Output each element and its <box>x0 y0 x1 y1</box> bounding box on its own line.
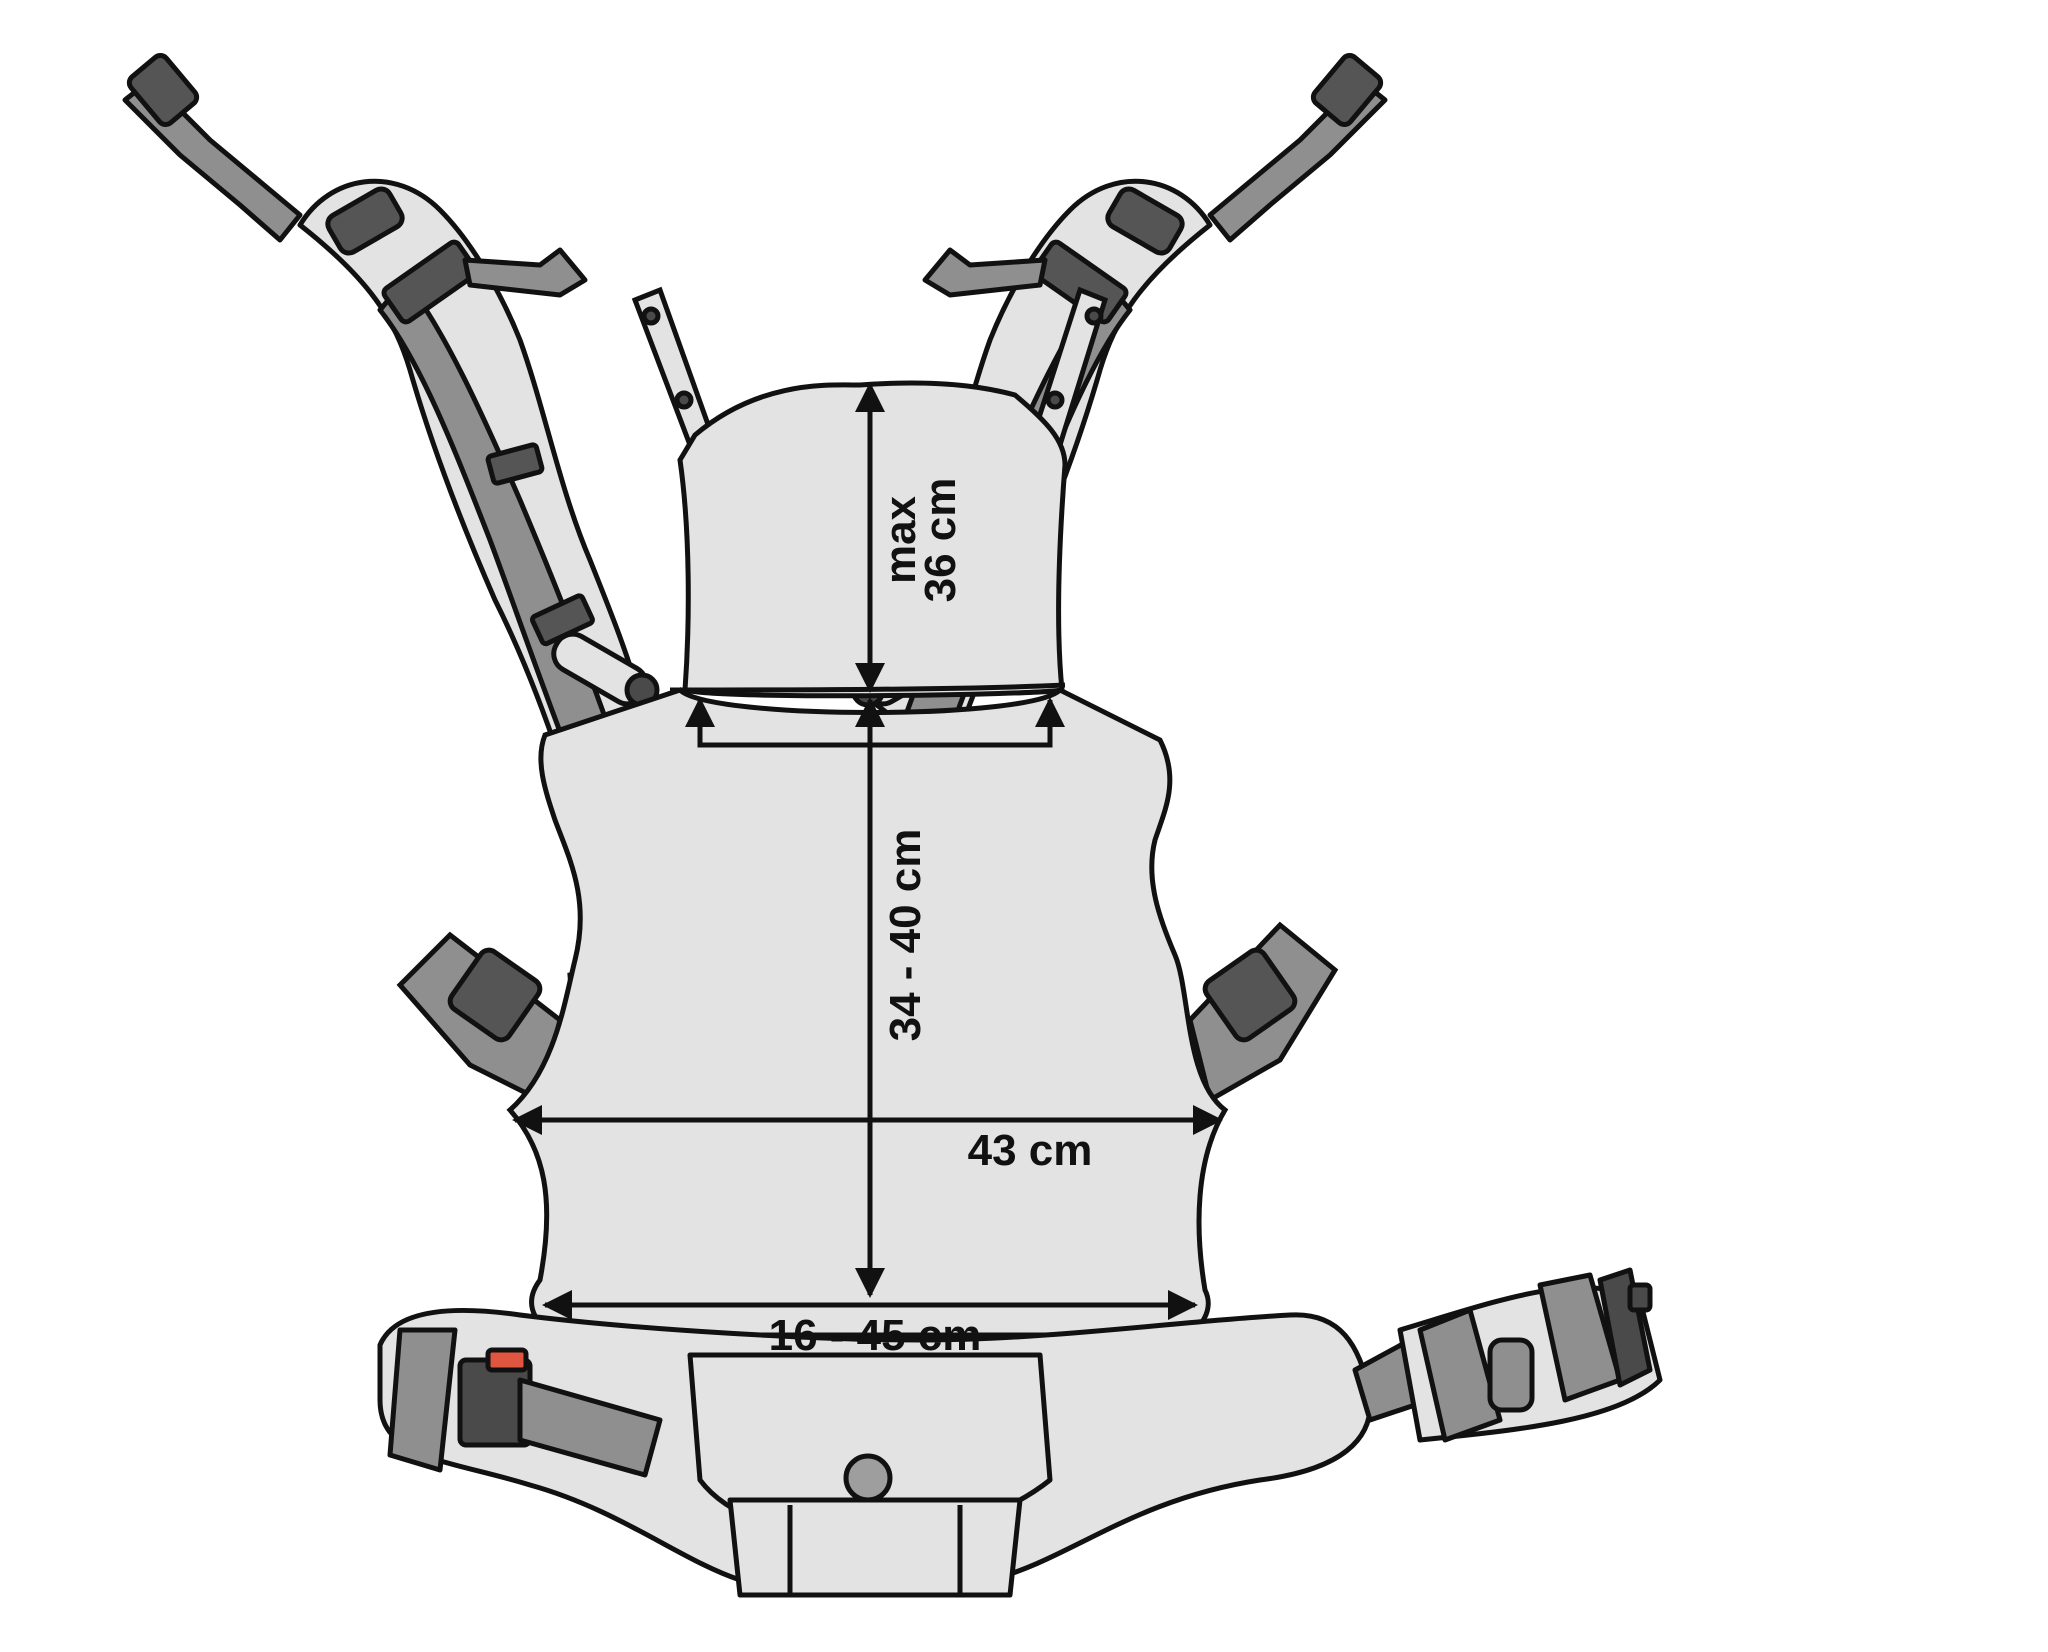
seat-width-label: 16 - 45 cm <box>769 1311 982 1360</box>
headrest-height-label-line1: max <box>876 495 925 584</box>
dimension-arrows <box>512 382 1223 1320</box>
pocket-button-icon <box>843 1453 893 1503</box>
headrest-height-label-line2: 36 cm <box>916 478 965 603</box>
headrest-tabs <box>631 286 1109 449</box>
panel-width-label: 43 cm <box>968 1126 1093 1175</box>
belt-pocket <box>687 1352 1053 1598</box>
back-panel-height-label: 34 - 40 cm <box>881 829 930 1042</box>
